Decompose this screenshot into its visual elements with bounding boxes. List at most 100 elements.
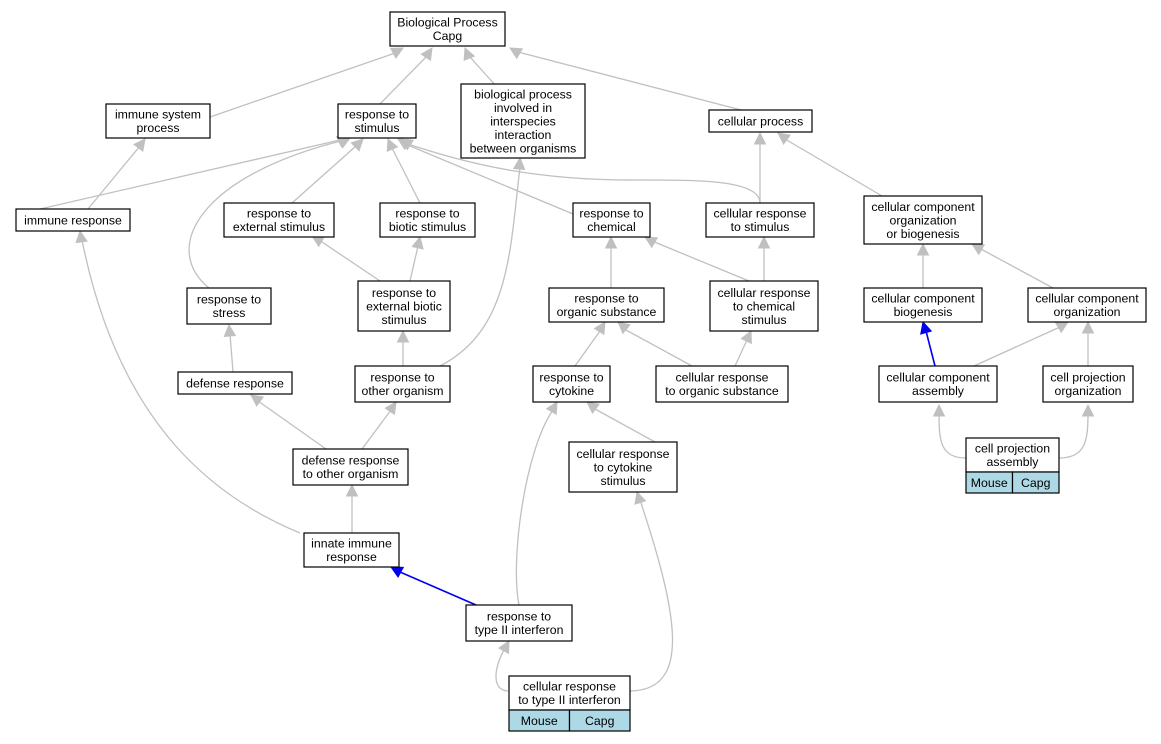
node-label: to cytokine [594,460,653,474]
node-box [303,532,400,568]
arrow-head [420,47,433,62]
edge-line [409,245,419,282]
graph-edge [604,235,618,288]
gene-label: Capg [1021,476,1051,490]
node-label: response to [247,207,311,221]
node-label: process [136,121,179,135]
graph-edge [916,242,930,288]
go-term-node-defense-response[interactable]: defense response [177,371,293,395]
node-label: between organisms [470,141,577,155]
edge-line [515,409,554,606]
node-label: response to [197,293,261,307]
graph-edge [629,490,674,692]
node-label: assembly [987,455,1040,469]
edge-line [925,330,936,367]
node-label: stimulus [354,121,399,135]
edge-line [404,142,761,204]
node-box [186,287,272,325]
node-label: interaction [495,128,552,142]
node-label: cellular component [871,200,975,214]
node-label: cellular process [718,114,803,128]
node-box [223,202,335,238]
node-box [708,109,813,133]
graph-edge [734,329,752,367]
edge-line [495,647,509,692]
edge-line [229,333,234,373]
edge-line [188,139,346,289]
arrow-head [223,323,237,337]
node-label: to other organism [303,467,399,481]
node-label: organization [1055,384,1122,398]
node-label: cell projection [1050,371,1125,385]
node-box [532,365,611,403]
arrow-head [586,401,600,414]
edge-line [625,329,693,367]
node-label: type II interferon [475,623,564,637]
arrow-head [386,137,399,153]
node-box [292,448,409,486]
node-box [1042,365,1134,403]
go-term-node-cellular-process[interactable]: cellular process [708,109,813,133]
arrow-head [1081,320,1095,334]
node-label: immune system [115,108,201,122]
arrow-head [512,156,526,170]
node-label: response [326,550,377,564]
edge-line [1058,412,1089,459]
arrow-head [593,321,606,336]
arrow-head [932,403,946,417]
graph-edge [1081,320,1095,366]
edge-line [209,51,399,118]
graph-edge [932,403,967,459]
arrow-head [345,483,359,497]
node-label: organization [890,213,957,227]
node-box [705,202,815,238]
go-term-node-immune-response[interactable]: immune response [15,208,131,232]
node-box [465,604,573,642]
graph-edge [463,46,497,87]
graph-edge [345,483,359,533]
arrow-head [740,329,752,345]
edge-line [399,571,477,606]
arrow-head [497,640,510,655]
edge-line [629,499,674,692]
edge-line [409,145,574,215]
graph-edge [574,321,606,367]
graph-edge [515,401,558,606]
node-label: chemical [587,220,636,234]
arrow-head [777,132,791,145]
graph-edge [973,321,1069,367]
edge-line [39,139,341,210]
node-box [15,208,131,232]
graph-edge [644,236,750,282]
graph-edge [39,136,351,210]
node-label: to organic substance [665,384,779,398]
node-box [508,675,631,711]
